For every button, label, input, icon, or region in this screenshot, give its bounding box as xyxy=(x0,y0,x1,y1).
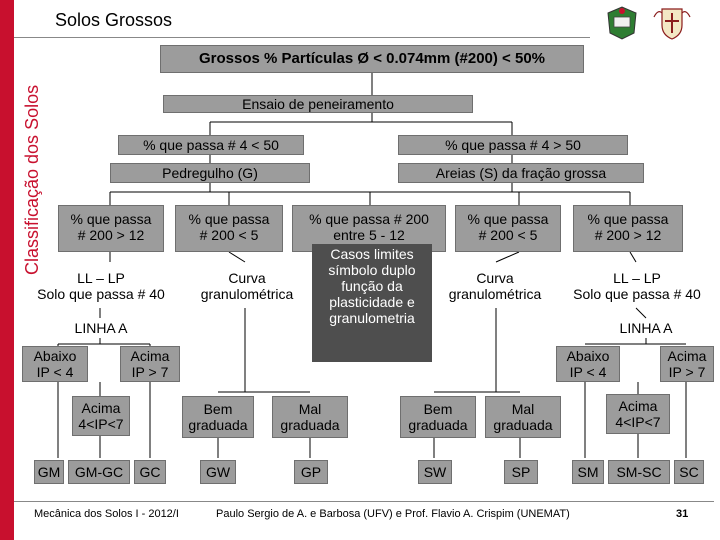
gravel-passing-200-gt-12-box: % que passa# 200 > 12 xyxy=(58,205,164,252)
sieve-test-box: Ensaio de peneiramento xyxy=(163,95,473,113)
gravel-box: Pedregulho (G) xyxy=(110,163,310,183)
line-a-left-label: LINHA A xyxy=(74,320,128,336)
accent-bar xyxy=(0,0,14,540)
footer-authors: Paulo Sergio de A. e Barbosa (UFV) e Pro… xyxy=(216,508,570,520)
symbol-sc-box: SC xyxy=(674,460,704,484)
symbol-sm-box: SM xyxy=(572,460,604,484)
symbol-gp-box: GP xyxy=(294,460,328,484)
page-number: 31 xyxy=(676,508,689,520)
page-title: Solos Grossos xyxy=(55,10,173,30)
root-criterion-box: Grossos % Partículas Ø < 0.074mm (#200) … xyxy=(160,45,584,73)
sand-passing-200-lt-5-box: % que passa# 200 < 5 xyxy=(455,205,561,252)
sand-passing-200-gt-12-box: % que passa# 200 > 12 xyxy=(573,205,683,252)
passing-4-gt-50-box: % que passa # 4 > 50 xyxy=(398,135,628,155)
symbol-gm-gc-box: GM-GC xyxy=(68,460,130,484)
symbol-sm-sc-box: SM-SC xyxy=(608,460,670,484)
footer-divider xyxy=(14,501,714,502)
university-crest-icon xyxy=(652,4,692,40)
symbol-gm-box: GM xyxy=(34,460,64,484)
passing-4-lt-50-box: % que passa # 4 < 50 xyxy=(118,135,304,155)
municipal-crest-icon xyxy=(602,4,642,40)
symbol-gw-box: GW xyxy=(200,460,236,484)
gravel-passing-200-lt-5-box: % que passa# 200 < 5 xyxy=(175,205,283,252)
footer-course: Mecânica dos Solos I - 2012/I xyxy=(34,508,179,520)
sands-box: Areias (S) da fração grossa xyxy=(398,163,644,183)
title-divider xyxy=(14,37,590,38)
symbol-sw-box: SW xyxy=(418,460,452,484)
line-a-right-label: LINHA A xyxy=(619,320,673,336)
symbol-sp-box: SP xyxy=(504,460,538,484)
symbol-gc-box: GC xyxy=(134,460,166,484)
